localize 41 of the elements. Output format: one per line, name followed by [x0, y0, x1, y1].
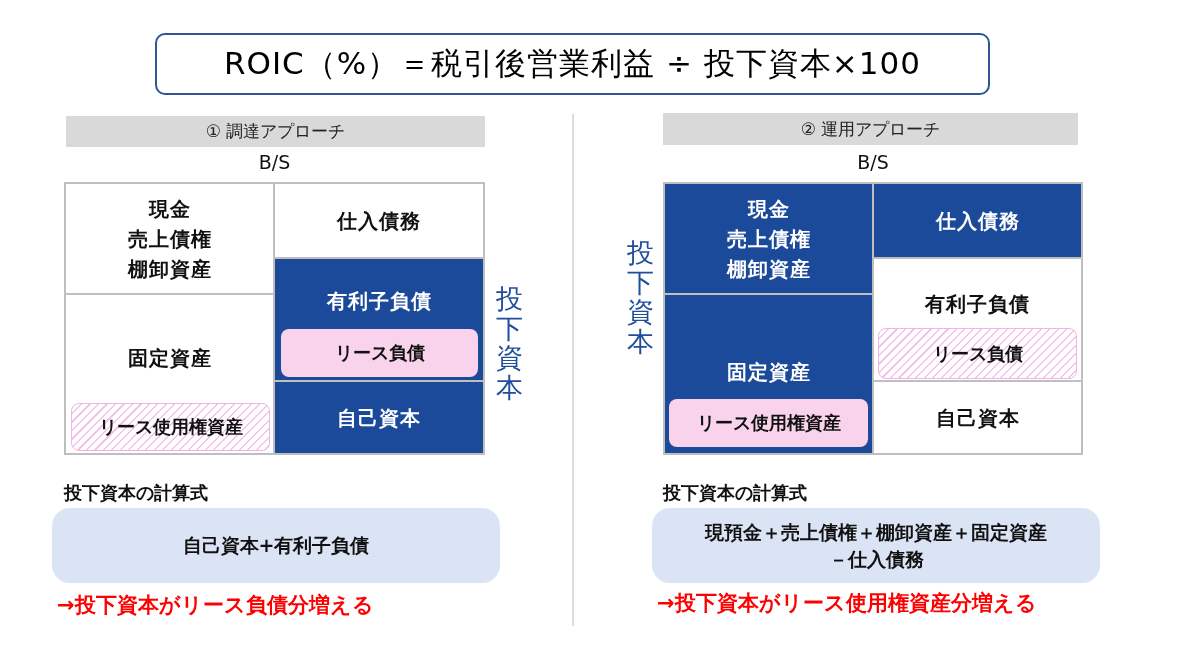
account-label: 有利子負債	[326, 288, 432, 315]
account-label: 仕入債務	[935, 207, 1020, 235]
account-label: 売上債権	[726, 225, 811, 253]
lease-item-box: リース使用権資産	[71, 403, 270, 451]
account-label: 棚卸資産	[726, 255, 811, 283]
account-label: 固定資産	[127, 345, 212, 372]
balance-sheet-cell	[275, 259, 483, 380]
lease-item-box: リース負債	[281, 329, 478, 377]
invested-capital-label: 投下資本	[496, 284, 523, 403]
balance-sheet-cell	[665, 184, 872, 293]
lease-item-box: リース負債	[878, 328, 1077, 379]
section-header-band: ① 調達アプローチ	[66, 116, 485, 147]
formula-heading: 投下資本の計算式	[64, 481, 208, 505]
balance-sheet-cell	[66, 295, 273, 453]
balance-sheet-cell	[665, 295, 872, 453]
account-label: 固定資産	[726, 359, 811, 386]
formula-box: 現預金＋売上債権＋棚卸資産＋固定資産－仕入債務	[652, 508, 1100, 583]
result-note: →投下資本がリース使用権資産分増える	[657, 590, 1037, 617]
formula-title-box: ROIC（%）＝税引後営業利益 ÷ 投下資本×100	[155, 33, 990, 95]
account-label: 仕入債務	[337, 207, 421, 235]
account-label: 現金	[747, 195, 790, 223]
balance-sheet-cell	[275, 382, 483, 453]
result-note: →投下資本がリース負債分増える	[57, 592, 374, 619]
account-label: 現金	[148, 195, 191, 223]
balance-sheet-cell	[275, 184, 483, 257]
lease-item-box: リース使用権資産	[669, 399, 868, 447]
table-title: B/S	[258, 151, 291, 173]
account-label: 棚卸資産	[127, 255, 212, 283]
balance-sheet-cell	[874, 184, 1081, 257]
balance-sheet-cell	[66, 184, 273, 293]
formula-box: 自己資本+有利子負債	[52, 508, 500, 583]
invested-capital-label: 投下資本	[627, 238, 654, 357]
table-title: B/S	[857, 151, 889, 173]
balance-sheet-cell	[874, 259, 1081, 380]
account-label: 有利子負債	[925, 291, 1030, 318]
account-label: 売上債権	[127, 225, 212, 253]
formula-heading: 投下資本の計算式	[663, 481, 807, 505]
balance-sheet-cell	[874, 382, 1081, 453]
account-label: 自己資本	[935, 404, 1020, 432]
section-header-band: ② 運用アプローチ	[663, 113, 1078, 145]
account-label: 自己資本	[337, 404, 421, 432]
